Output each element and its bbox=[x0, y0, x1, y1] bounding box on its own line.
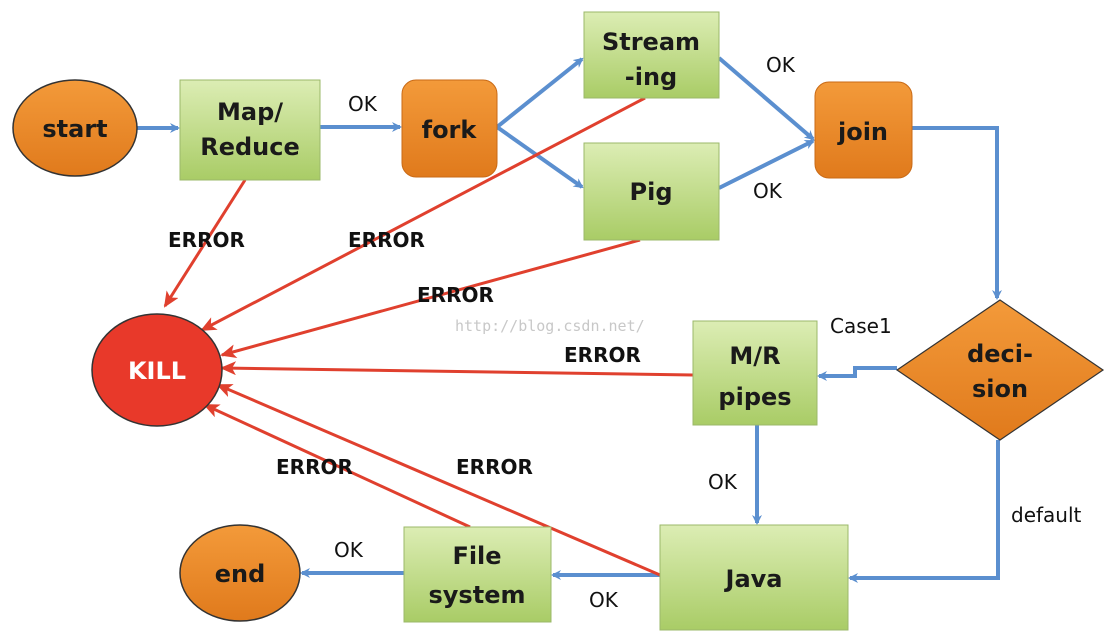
edge-fork-pig bbox=[495, 125, 584, 189]
svg-text:start: start bbox=[42, 115, 107, 143]
node-fork: fork bbox=[401, 79, 498, 178]
svg-text:Map/: Map/ bbox=[217, 98, 283, 126]
svg-text:fork: fork bbox=[422, 116, 478, 144]
node-streaming: Stream -ing bbox=[583, 11, 720, 99]
node-mrpipes: M/R pipes bbox=[692, 320, 818, 426]
error-edge-mrpipes bbox=[220, 361, 694, 377]
label-error-filesystem: ERROR bbox=[276, 455, 353, 479]
label-default: default bbox=[1011, 503, 1082, 527]
node-join: join bbox=[814, 81, 913, 179]
node-decision: deci- sion bbox=[895, 299, 1105, 441]
svg-text:File: File bbox=[452, 542, 501, 570]
label-case1: Case1 bbox=[830, 314, 892, 338]
svg-text:system: system bbox=[429, 581, 526, 609]
edge-streaming-join bbox=[717, 56, 815, 141]
svg-text:sion: sion bbox=[972, 375, 1028, 403]
svg-text:pipes: pipes bbox=[718, 383, 791, 411]
svg-text:KILL: KILL bbox=[128, 357, 186, 385]
edge-join-decision bbox=[912, 126, 1002, 300]
svg-text:Pig: Pig bbox=[630, 178, 673, 206]
edge-decision-java bbox=[848, 440, 1000, 583]
node-end: end bbox=[179, 524, 301, 622]
label-error-streaming: ERROR bbox=[348, 228, 425, 252]
error-edge-java bbox=[216, 383, 661, 577]
node-mapreduce: Map/ Reduce bbox=[179, 79, 321, 181]
label-error-map: ERROR bbox=[168, 228, 245, 252]
svg-text:Stream: Stream bbox=[602, 28, 700, 56]
error-edge-streaming bbox=[200, 96, 646, 332]
watermark: http://blog.csdn.net/ bbox=[455, 317, 645, 335]
svg-text:-ing: -ing bbox=[625, 63, 677, 91]
edge-fork-streaming bbox=[495, 57, 584, 129]
label-fs-end: OK bbox=[334, 538, 364, 562]
error-edge-pig bbox=[220, 238, 641, 359]
label-map-fork: OK bbox=[348, 92, 378, 116]
label-java-fs: OK bbox=[589, 588, 619, 612]
label-stream-join: OK bbox=[766, 53, 796, 77]
error-edge-map bbox=[163, 179, 247, 308]
edge-decision-mrpipes bbox=[817, 366, 897, 381]
node-filesystem: File system bbox=[403, 526, 552, 623]
label-mr-java: OK bbox=[708, 470, 738, 494]
svg-text:Reduce: Reduce bbox=[200, 133, 300, 161]
node-start: start bbox=[12, 79, 138, 177]
svg-text:Java: Java bbox=[724, 565, 783, 593]
svg-text:end: end bbox=[215, 560, 266, 588]
label-pig-join: OK bbox=[753, 179, 783, 203]
label-error-java: ERROR bbox=[456, 455, 533, 479]
svg-text:join: join bbox=[837, 118, 888, 146]
label-error-mrpipes: ERROR bbox=[564, 343, 641, 367]
label-error-pig: ERROR bbox=[417, 283, 494, 307]
svg-text:deci-: deci- bbox=[967, 340, 1033, 368]
error-edge-filesystem bbox=[203, 403, 471, 529]
edge-pig-join bbox=[718, 139, 815, 190]
node-kill: KILL bbox=[91, 313, 223, 427]
svg-text:M/R: M/R bbox=[729, 342, 780, 370]
node-java: Java bbox=[659, 524, 849, 631]
node-pig: Pig bbox=[583, 142, 720, 241]
